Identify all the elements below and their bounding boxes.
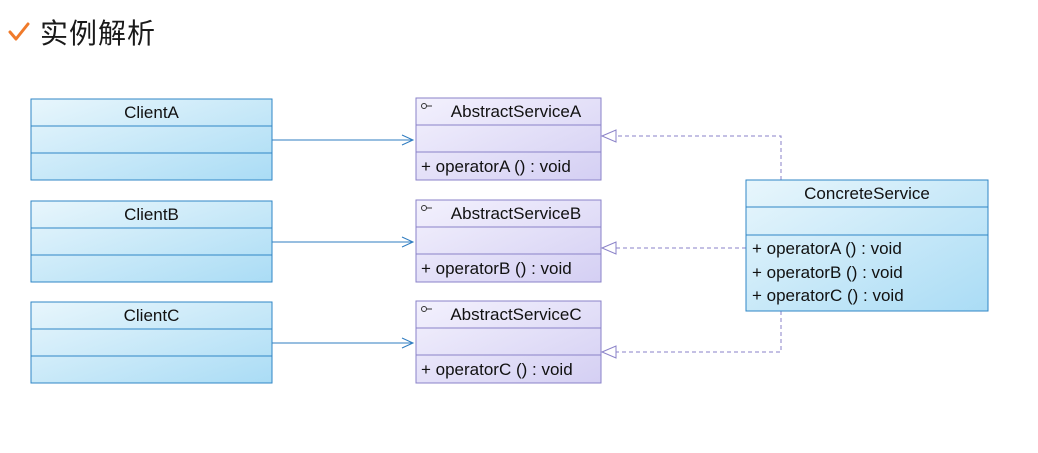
page-title: 实例解析 xyxy=(40,17,157,50)
realization-b xyxy=(600,241,746,255)
operation-label: + operatorA () : void xyxy=(421,157,571,176)
class-abstract-service-c[interactable]: AbstractServiceC + operatorC () : void xyxy=(415,300,602,384)
association-client-a xyxy=(272,134,415,146)
check-icon xyxy=(8,22,30,41)
class-client-a[interactable]: ClientA xyxy=(30,98,273,181)
operation-label: + operatorC () : void xyxy=(421,360,573,379)
operation-label: + operatorA () : void xyxy=(752,239,902,258)
operation-label: + operatorC () : void xyxy=(752,286,904,305)
class-name: AbstractServiceC xyxy=(450,305,581,324)
operation-label: + operatorB () : void xyxy=(421,259,572,278)
operation-label: + operatorB () : void xyxy=(752,263,903,282)
association-client-b xyxy=(272,236,415,248)
interface-icon xyxy=(421,306,432,312)
class-name: ClientC xyxy=(124,306,180,325)
association-client-c xyxy=(272,337,415,349)
class-abstract-service-b[interactable]: AbstractServiceB + operatorB () : void xyxy=(415,199,602,283)
realization-a xyxy=(600,129,782,180)
title-row: 实例解析 xyxy=(8,12,156,52)
interface-icon xyxy=(421,205,432,211)
class-name: ConcreteService xyxy=(804,184,930,203)
realization-c xyxy=(600,311,782,359)
class-name: AbstractServiceB xyxy=(451,204,581,223)
interface-icon xyxy=(421,103,432,109)
class-name: ClientA xyxy=(124,103,179,122)
class-abstract-service-a[interactable]: AbstractServiceA + operatorA () : void xyxy=(415,97,602,181)
class-client-b[interactable]: ClientB xyxy=(30,200,273,283)
class-client-c[interactable]: ClientC xyxy=(30,301,273,384)
class-name: ClientB xyxy=(124,205,179,224)
class-concrete-service[interactable]: ConcreteService + operatorA () : void + … xyxy=(745,179,989,312)
class-name: AbstractServiceA xyxy=(451,102,582,121)
